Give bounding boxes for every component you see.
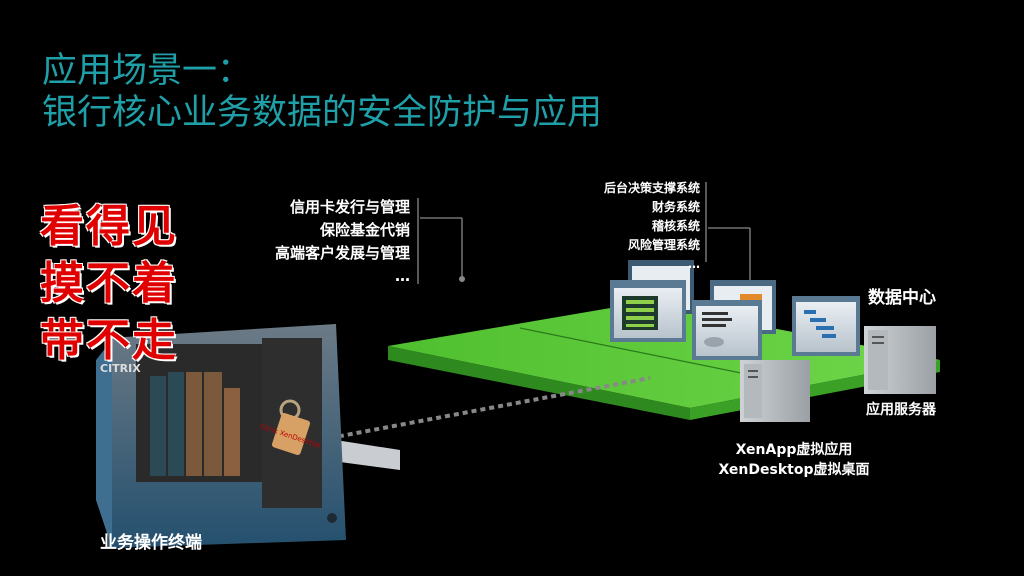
app-window-5: [792, 296, 860, 356]
backend-item: 后台决策支撑系统: [603, 181, 700, 195]
slogan: 看得见 摸不着 带不走: [40, 198, 178, 369]
backend-item: 稽核系统: [651, 219, 700, 233]
business-item: 信用卡发行与管理: [289, 198, 410, 216]
business-item: …: [395, 267, 410, 285]
backend-item: …: [688, 257, 700, 271]
backend-item: 风险管理系统: [627, 238, 700, 252]
connection-line: [329, 376, 651, 440]
business-list: 信用卡发行与管理 保险基金代销 高端客户发展与管理 …: [275, 196, 410, 288]
datacenter-server: [864, 326, 936, 394]
terminal-label: 业务操作终端: [100, 533, 202, 553]
title-line-2: 银行核心业务数据的安全防护与应用: [42, 93, 603, 133]
title-line-1: 应用场景一：: [42, 51, 253, 91]
backend-bracket: [705, 182, 751, 282]
xendesktop-label: XenDesktop虚拟桌面: [718, 462, 870, 478]
page-title: 应用场景一： 银行核心业务数据的安全防护与应用: [42, 50, 602, 134]
business-terminal: Citrix XenDesktop CITRIX: [96, 324, 346, 548]
slogan-line: 摸不着: [40, 258, 178, 309]
app-server: [740, 360, 810, 422]
xenapp-label: XenApp虚拟应用: [735, 442, 853, 458]
bracket-dot: [459, 276, 465, 282]
datacenter-label: 数据中心: [868, 288, 936, 308]
business-item: 高端客户发展与管理: [274, 244, 410, 262]
app-window-2: [610, 280, 686, 342]
xen-label: XenApp虚拟应用 XenDesktop虚拟桌面: [706, 440, 882, 480]
backend-item: 财务系统: [651, 200, 700, 214]
slogan-line: 带不走: [40, 315, 178, 366]
business-bracket: [417, 198, 463, 284]
backend-system-list: 后台决策支撑系统 财务系统 稽核系统 风险管理系统 …: [604, 179, 700, 274]
app-window-4: [692, 300, 762, 360]
business-item: 保险基金代销: [319, 221, 410, 239]
citrix-logo: CITRIX: [100, 362, 141, 375]
app-server-label: 应用服务器: [866, 402, 936, 418]
slogan-line: 看得见: [40, 201, 178, 252]
